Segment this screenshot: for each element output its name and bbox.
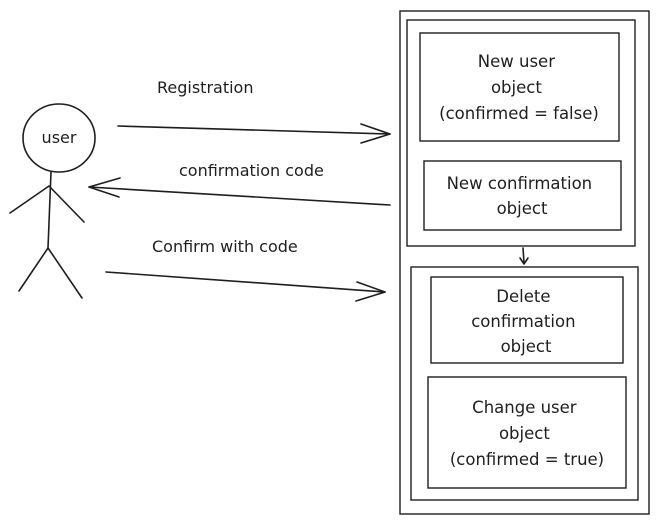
change-user-object-label: Change user object (confirmed = true) [450, 398, 604, 469]
actor-head [22, 103, 96, 173]
delete-confirmation-object-label: Delete confirmation object [471, 287, 581, 356]
confirmation-code-label: confirmation code [179, 161, 324, 180]
delete-confirmation-line-2: confirmation [471, 312, 575, 331]
new-user-object-box [419, 32, 620, 142]
actor-body [47, 171, 52, 249]
confirm-with-code-label: Confirm with code [152, 237, 298, 256]
change-user-line-1: Change user [472, 398, 577, 417]
actor-arms [9, 185, 85, 223]
change-user-object-box [427, 376, 627, 489]
new-confirmation-line-1: New confirmation [447, 174, 593, 193]
new-user-line-2: object [491, 78, 542, 97]
confirm-with-code-message: Confirm with code [105, 237, 386, 302]
delete-confirmation-object-box [430, 276, 624, 364]
registration-message: Registration [117, 78, 391, 144]
actor-label: user [42, 128, 77, 147]
confirmation-code-arrowhead [88, 177, 121, 198]
confirmation-code-message: confirmation code [88, 161, 391, 206]
new-confirmation-line-2: object [497, 199, 548, 218]
new-user-object-label: New user object (confirmed = false) [439, 52, 599, 123]
registration-label: Registration [157, 78, 253, 97]
change-user-line-2: object [499, 424, 550, 443]
new-confirmation-object-label: New confirmation object [447, 174, 598, 218]
confirm-with-code-arrowhead [355, 281, 386, 302]
confirmation-code-arrow [88, 186, 391, 206]
confirm-with-code-arrow [105, 271, 386, 293]
registration-arrowhead [360, 123, 391, 144]
delete-confirmation-line-3: object [501, 337, 552, 356]
new-user-line-3: (confirmed = false) [439, 104, 599, 123]
delete-confirmation-line-1: Delete [496, 287, 550, 306]
actor-legs [18, 247, 83, 299]
new-confirmation-object-box [423, 160, 622, 231]
change-user-line-3: (confirmed = true) [450, 450, 604, 469]
user-actor: user [9, 103, 96, 299]
registration-arrow [117, 125, 391, 135]
new-user-line-1: New user [478, 52, 555, 71]
group-connector-arrow [519, 247, 529, 265]
